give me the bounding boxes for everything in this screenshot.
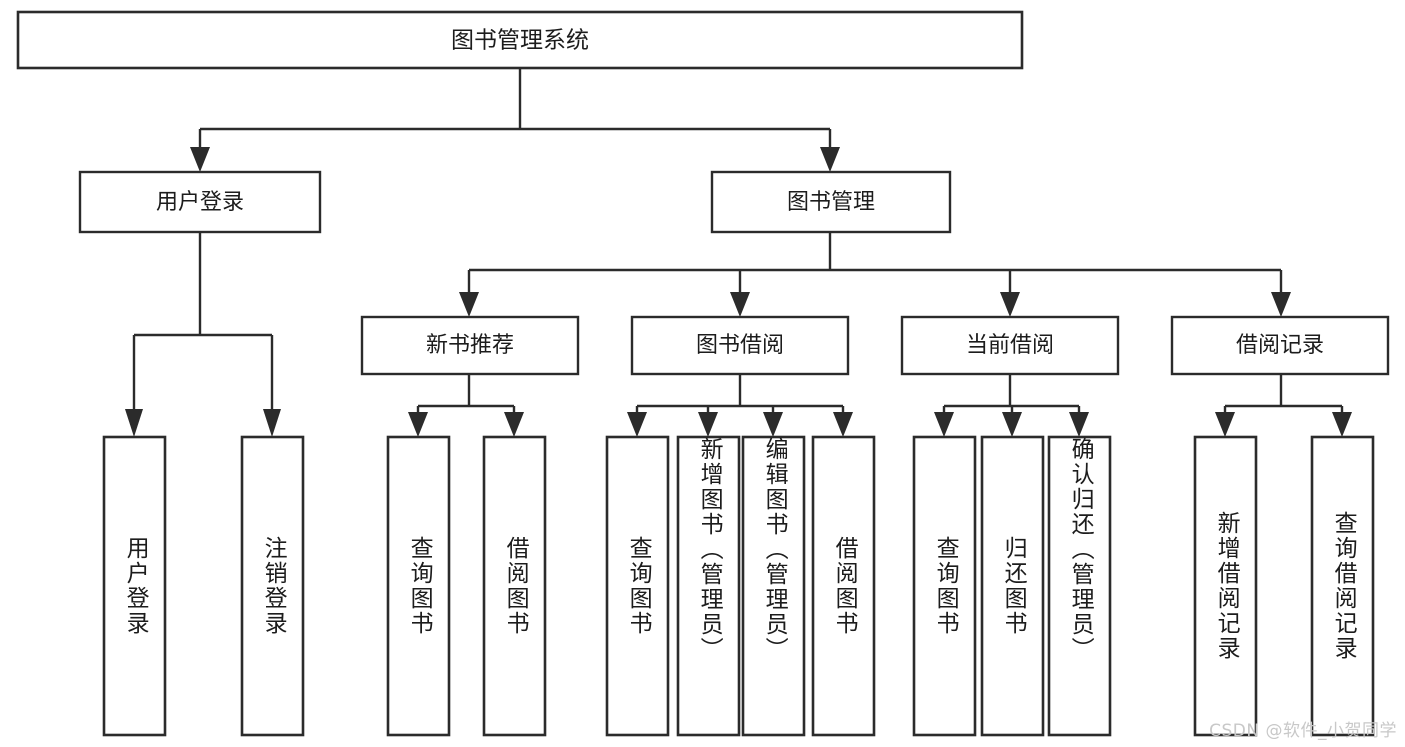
- arrow-head-leaf-query-book-3: [934, 412, 954, 437]
- connector-group-book-manage: [459, 232, 1291, 317]
- node-current-borrow-box[interactable]: [900, 315, 1120, 376]
- node-root-label: 图书管理系统: [451, 28, 589, 54]
- arrow-head-leaf-query-book-2: [627, 412, 647, 437]
- node-leaf-query-book-1-box[interactable]: [386, 435, 451, 737]
- node-user-login[interactable]: 用户登录: [78, 170, 322, 234]
- node-current-borrow-label: 当前借阅: [966, 333, 1054, 358]
- arrow-head-leaf-return-book: [1002, 412, 1022, 437]
- connector-group-root: [190, 68, 840, 172]
- arrow-head-user-login: [190, 147, 210, 172]
- connector-group-new-book-rec: [408, 374, 524, 437]
- arrow-head-leaf-borrow-book-1: [504, 412, 524, 437]
- arrow-head-leaf-user-login: [125, 409, 143, 437]
- node-leaf-return-book-box[interactable]: [980, 435, 1045, 737]
- arrow-head-leaf-add-record: [1215, 412, 1235, 437]
- arrow-head-leaf-query-book-1: [408, 412, 428, 437]
- leaf-boxes: [102, 435, 1375, 737]
- node-leaf-edit-book-box[interactable]: [741, 435, 806, 737]
- arrow-head-current-borrow: [1000, 292, 1020, 317]
- node-user-login-box[interactable]: [78, 170, 322, 234]
- node-book-borrow-label: 图书借阅: [696, 333, 784, 358]
- node-borrow-record-box[interactable]: [1170, 315, 1390, 376]
- node-book-borrow-box[interactable]: [630, 315, 850, 376]
- node-current-borrow[interactable]: 当前借阅: [900, 315, 1120, 376]
- arrow-head-leaf-edit-book: [763, 412, 783, 437]
- node-leaf-add-record-box[interactable]: [1193, 435, 1258, 737]
- arrow-head-leaf-borrow-book-2: [833, 412, 853, 437]
- node-leaf-user-login-box[interactable]: [102, 435, 167, 737]
- arrow-head-borrow-record: [1271, 292, 1291, 317]
- node-borrow-record-label: 借阅记录: [1236, 333, 1324, 358]
- node-leaf-query-book-3-box[interactable]: [912, 435, 977, 737]
- arrow-head-book-manage: [820, 147, 840, 172]
- node-root[interactable]: 图书管理系统: [16, 10, 1024, 70]
- connector-group-borrow-record: [1215, 374, 1352, 437]
- node-new-book-rec[interactable]: 新书推荐: [360, 315, 580, 376]
- node-leaf-confirm-return-box[interactable]: [1047, 435, 1112, 737]
- node-user-login-label: 用户登录: [156, 190, 244, 215]
- node-leaf-query-record-box[interactable]: [1310, 435, 1375, 737]
- node-book-manage-label: 图书管理: [787, 190, 875, 215]
- node-leaf-user-logout-box[interactable]: [240, 435, 305, 737]
- connector-group-book-borrow: [627, 374, 853, 437]
- arrow-head-leaf-query-record: [1332, 412, 1352, 437]
- connector-group-current-borrow: [934, 374, 1089, 437]
- node-book-borrow[interactable]: 图书借阅: [630, 315, 850, 376]
- arrow-head-new-book-rec: [459, 292, 479, 317]
- node-new-book-rec-box[interactable]: [360, 315, 580, 376]
- node-book-manage-box[interactable]: [710, 170, 952, 234]
- arrow-head-leaf-user-logout: [263, 409, 281, 437]
- node-root-box[interactable]: [16, 10, 1024, 70]
- node-leaf-add-book-box[interactable]: [676, 435, 741, 737]
- node-leaf-query-book-2-box[interactable]: [605, 435, 670, 737]
- arrow-head-book-borrow: [730, 292, 750, 317]
- arrow-head-leaf-add-book: [698, 412, 718, 437]
- connector-group-user-login: [125, 232, 281, 437]
- watermark: CSDN @软件_小贺同学: [1209, 721, 1397, 741]
- node-new-book-rec-label: 新书推荐: [426, 333, 514, 358]
- arrow-head-leaf-confirm-return: [1069, 412, 1089, 437]
- node-leaf-borrow-book-1-box[interactable]: [482, 435, 547, 737]
- node-borrow-record[interactable]: 借阅记录: [1170, 315, 1390, 376]
- node-leaf-borrow-book-2-box[interactable]: [811, 435, 876, 737]
- node-book-manage[interactable]: 图书管理: [710, 170, 952, 234]
